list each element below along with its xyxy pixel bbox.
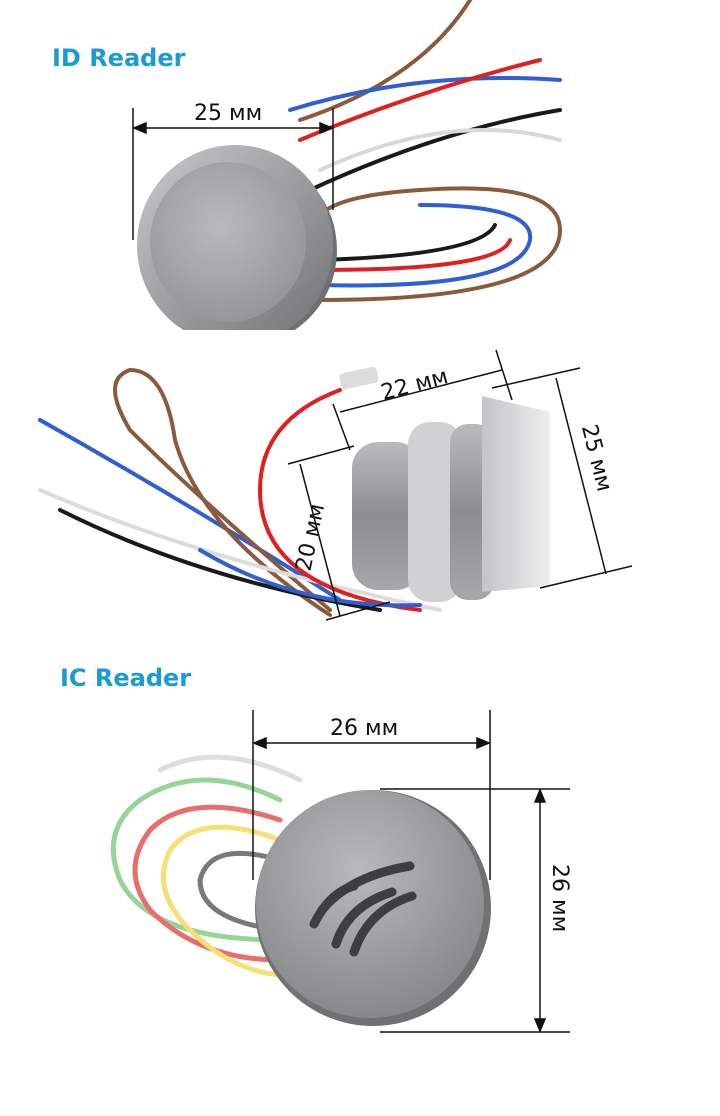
front-diameter-label: 25 мм [194, 101, 262, 126]
wire-brown-loop [113, 367, 332, 617]
wire-black-loop [318, 223, 497, 262]
ic-reader-wires [110, 754, 303, 978]
side-head-diameter-label: 25 мм [576, 422, 617, 494]
id-reader-side-body [352, 396, 550, 602]
ic-reader-body [255, 790, 491, 1026]
id-reader-side-photo: 22 мм 25 мм 20 мм [38, 349, 633, 621]
ic-width-label: 26 мм [330, 716, 398, 741]
side-length-label: 22 мм [379, 364, 451, 406]
wire-yellow [160, 824, 283, 978]
wire-blue-low [198, 548, 422, 608]
ic-height-label: 26 мм [547, 864, 572, 932]
id-reader-side-wires [38, 367, 442, 617]
ic-width-dimension [252, 710, 491, 880]
side-thread-diameter-label: 20 мм [292, 502, 331, 574]
id-reader-body [137, 145, 337, 330]
wire-white [38, 488, 442, 612]
wire-brown [298, 0, 472, 122]
wire-brown-loop [318, 186, 563, 302]
wire-red [298, 58, 542, 142]
wire-blue [288, 76, 562, 112]
side-head-dimension [491, 367, 633, 589]
ic-height-dimension [380, 788, 570, 1033]
id-reader-front-photo: 25 мм [132, 0, 563, 330]
wire-black [197, 850, 283, 933]
side-thread-dimension [287, 445, 391, 621]
front-diameter-dimension [132, 108, 334, 240]
ic-reader-title: IC Reader [60, 664, 192, 692]
wire-white [157, 754, 303, 783]
rfid-wave-icon [309, 861, 417, 957]
side-length-dimension [332, 349, 513, 451]
wire-white [318, 128, 562, 172]
ic-reader-photo: 26 мм 26 мм [110, 710, 572, 1033]
id-reader-title: ID Reader [52, 44, 186, 72]
wire-red [257, 388, 422, 612]
wire-red-loop [318, 238, 512, 272]
wire-sleeve [339, 366, 379, 390]
wire-blue-loop [318, 203, 533, 288]
wire-black [308, 108, 562, 192]
